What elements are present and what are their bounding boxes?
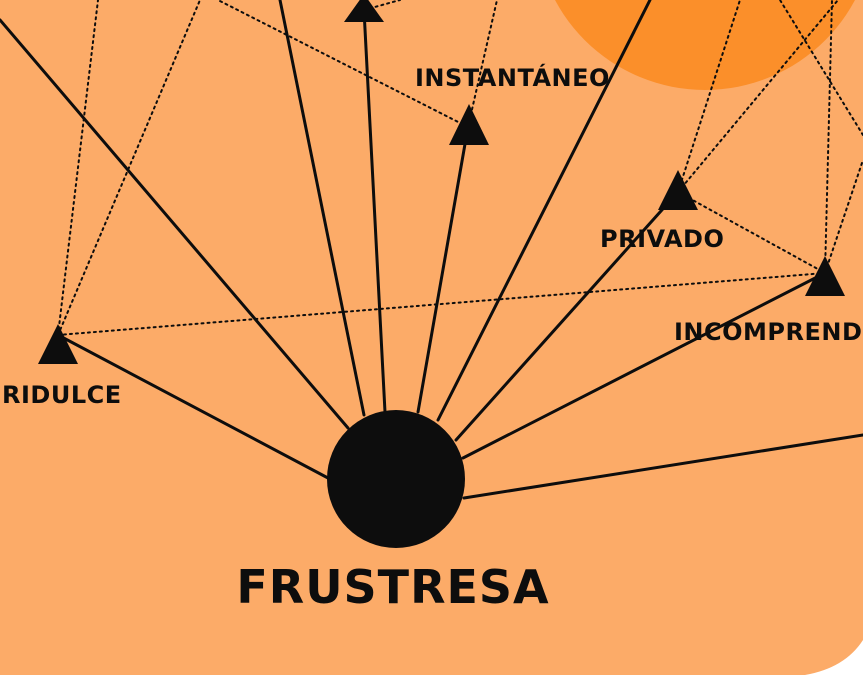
label-ridulce: RIDULCE [2, 381, 122, 409]
label-incomprend: INCOMPREND [674, 318, 862, 346]
node-incomprend-triangle [805, 256, 845, 296]
center-node [327, 410, 465, 548]
node-top-triangle [344, 0, 384, 22]
solid-connections [0, 0, 863, 500]
accent-circle [535, 0, 863, 90]
label-instantaneo: INSTANTÁNEO [415, 63, 610, 92]
node-ridulce-triangle [38, 324, 78, 364]
node-instantaneo-triangle [449, 104, 489, 145]
label-privado: PRIVADO [600, 225, 724, 253]
dotted-connections [57, 0, 863, 336]
node-privado-triangle [658, 170, 698, 210]
label-frustresa: FRUSTRESA [236, 560, 549, 614]
